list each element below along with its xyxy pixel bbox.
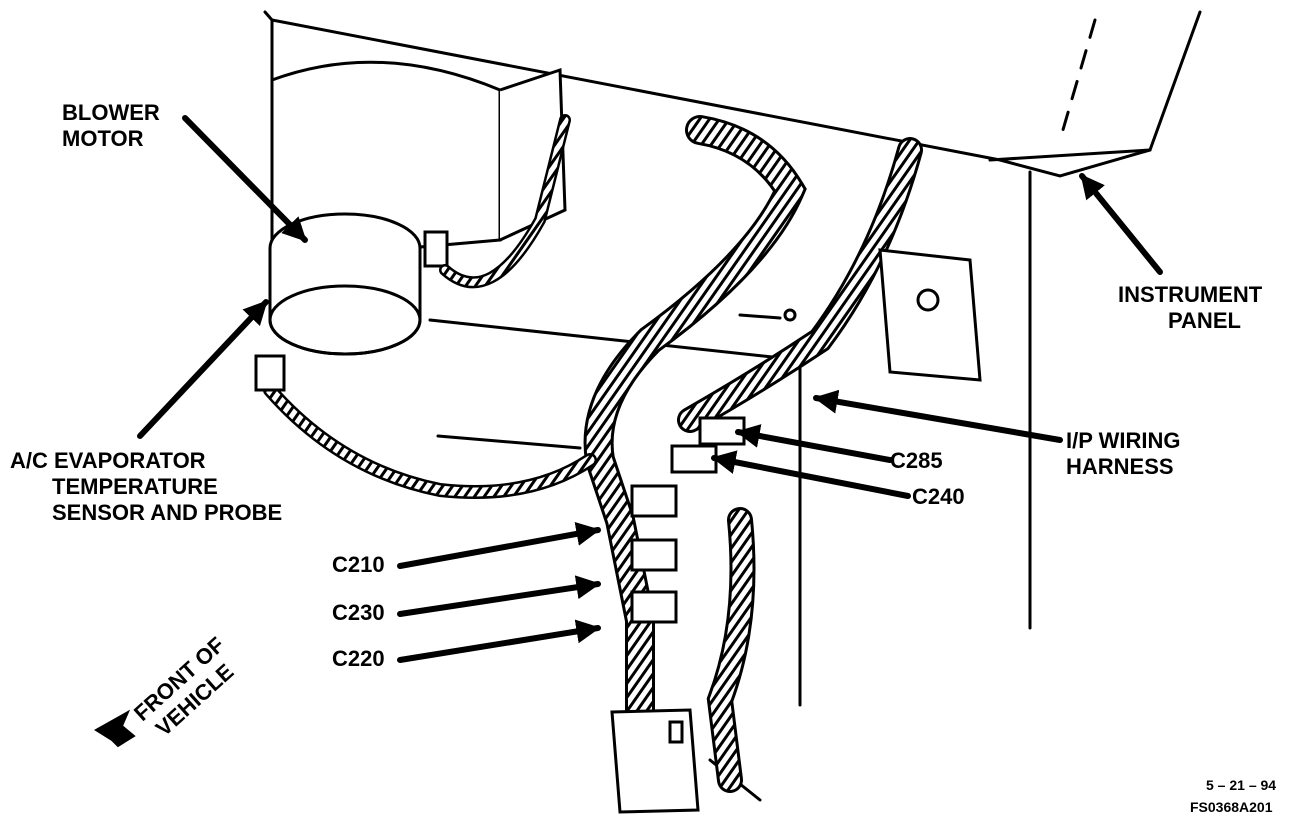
ac-sensor-label: A/C EVAPORATOR TEMPERATURE SENSOR AND PR… — [10, 448, 282, 525]
c240-label: C240 — [912, 484, 965, 509]
c210-arrow — [397, 522, 601, 569]
harness-connectors — [610, 248, 982, 814]
connector-c210-body — [630, 484, 678, 518]
figure-date: 5 – 21 – 94 — [1206, 777, 1276, 793]
instrument-panel-arrow — [1079, 173, 1163, 275]
c220-arrow — [397, 619, 601, 663]
mounting-bracket — [878, 248, 982, 382]
c210-label: C210 — [332, 552, 385, 577]
callout-arrows — [137, 115, 1163, 663]
connector-c240-body — [670, 444, 718, 474]
ac-sensor-connector — [254, 354, 286, 392]
front-of-vehicle-label: FRONT OF VEHICLE — [129, 628, 251, 745]
connector-c230-body — [630, 538, 678, 572]
ac-sensor-arrow — [137, 299, 269, 439]
c230-label: C230 — [332, 600, 385, 625]
front-of-vehicle-arrow — [94, 709, 136, 748]
ip-harness-arrow — [813, 389, 1063, 443]
ip-harness-label: I/P WIRING HARNESS — [1066, 428, 1187, 479]
ip-wiring-harness — [263, 114, 923, 793]
c230-arrow — [397, 575, 601, 617]
connector-c220-body — [630, 590, 678, 624]
bottom-connector-block — [610, 708, 700, 814]
instrument-panel-label: INSTRUMENT PANEL — [1118, 282, 1268, 333]
c240-arrow — [711, 450, 911, 499]
c220-label: C220 — [332, 646, 385, 671]
c285-label: C285 — [890, 448, 943, 473]
c285-arrow — [735, 424, 893, 463]
figure-id: FS0368A201 — [1190, 799, 1273, 815]
blower-motor-label: BLOWER MOTOR — [62, 100, 166, 151]
instrument-panel-outline — [263, 10, 1202, 178]
blower-motor — [268, 60, 567, 356]
blower-motor-arrow — [182, 115, 308, 243]
